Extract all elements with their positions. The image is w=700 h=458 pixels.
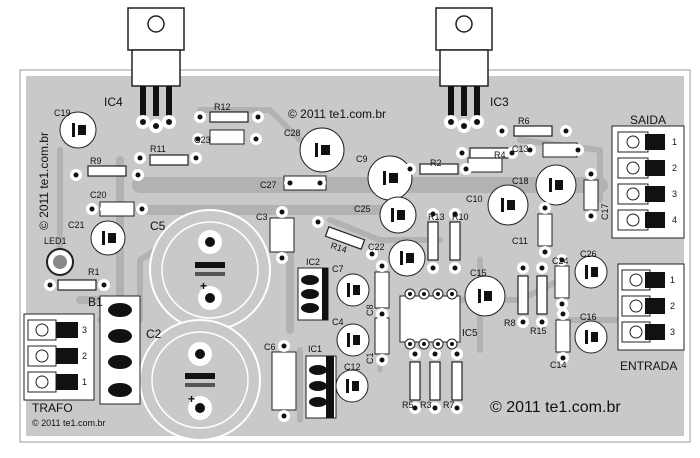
r9-label: R9 <box>90 156 102 166</box>
c6-label: C6 <box>264 342 276 352</box>
c7-label: C7 <box>332 264 344 274</box>
c10-label: C10 <box>466 194 483 204</box>
trafo-pin-3: 3 <box>82 325 87 335</box>
copyright-top: © 2011 te1.com.br <box>288 107 386 121</box>
c23-label: C23 <box>194 135 211 145</box>
terminal-trafo <box>23 313 95 401</box>
c22-label: C22 <box>368 242 385 252</box>
ic2-label: IC2 <box>306 257 320 267</box>
terminal-saida <box>611 125 685 239</box>
c16-label: C16 <box>580 312 597 322</box>
regulator-ic3 <box>435 7 493 133</box>
svg-text:+: + <box>200 279 207 293</box>
r2-label: R2 <box>430 158 442 168</box>
r15-label: R15 <box>530 326 547 336</box>
copyright-bottom-left: © 2011 te1.com.br <box>32 418 106 428</box>
electrolytic-polarity-marks <box>72 123 598 393</box>
c25-label: C25 <box>354 204 371 214</box>
c17-label: C17 <box>600 203 610 220</box>
c4-label: C4 <box>332 317 344 327</box>
b1-label: B1 <box>88 295 103 309</box>
resistor-r14 <box>324 226 366 250</box>
entrada-pin-2: 2 <box>670 301 675 311</box>
r6-label: R6 <box>518 116 530 126</box>
c20-label: C20 <box>90 190 107 200</box>
c28-label: C28 <box>284 128 301 138</box>
r10-label: R10 <box>452 212 469 222</box>
r7-label: R7 <box>443 400 455 410</box>
trafo-label: TRAFO <box>32 401 73 415</box>
capacitor-c2: + <box>139 319 261 441</box>
c21-label: C21 <box>68 220 85 230</box>
r5-label: R5 <box>402 400 414 410</box>
saida-label: SAIDA <box>630 113 666 127</box>
trafo-pin-1: 1 <box>82 377 87 387</box>
c3-label: C3 <box>256 212 268 222</box>
r11-label: R11 <box>150 144 166 154</box>
c19-label: C19 <box>54 108 71 118</box>
transistor-ic2 <box>297 267 329 321</box>
terminal-entrada <box>617 263 685 351</box>
copyright-bottom-right: © 2011 te1.com.br <box>490 399 621 416</box>
r13-label: R13 <box>428 212 445 222</box>
entrada-pin-3: 3 <box>670 327 675 337</box>
regulator-ic4 <box>127 7 185 133</box>
capacitor-c5: + <box>149 209 271 331</box>
entrada-pin-1: 1 <box>670 275 675 285</box>
saida-pin-3: 3 <box>672 189 677 199</box>
c11-label: C11 <box>512 236 528 246</box>
c13-label: C13 <box>512 144 529 154</box>
ic1-label: IC1 <box>308 344 322 354</box>
led1-label: LED1 <box>44 236 67 246</box>
c8-label: C8 <box>365 304 375 316</box>
saida-pin-1: 1 <box>672 137 677 147</box>
c5-label: C5 <box>150 219 166 233</box>
r14-label: R14 <box>329 240 348 255</box>
c9-label: C9 <box>356 154 368 164</box>
r12-label: R12 <box>214 102 231 112</box>
trafo-pin-2: 2 <box>82 351 87 361</box>
c2-label: C2 <box>146 327 162 341</box>
svg-text:+: + <box>188 392 195 406</box>
opamp-ic5 <box>399 288 461 350</box>
r8-label: R8 <box>504 318 516 328</box>
pads <box>44 111 597 422</box>
c26-label: C26 <box>580 249 597 259</box>
r4-label: R4 <box>494 150 506 160</box>
transistor-ic1 <box>305 355 337 419</box>
ic3-label: IC3 <box>490 95 509 109</box>
led1 <box>46 248 74 276</box>
c12-label: C12 <box>344 362 361 372</box>
c15-label: C15 <box>470 268 487 278</box>
entrada-label: ENTRADA <box>620 359 677 373</box>
c18-label: C18 <box>512 176 529 186</box>
ic5-label: IC5 <box>462 328 478 339</box>
bridge-rectifier-b1 <box>99 295 141 405</box>
r3-label: R3 <box>420 400 432 410</box>
saida-pin-4: 4 <box>672 215 677 225</box>
silkscreen-text: © 2011 te1.com.br © 2011 te1.com.br © 20… <box>32 95 677 428</box>
ic4-label: IC4 <box>104 95 123 109</box>
copyright-left: © 2011 te1.com.br <box>37 132 51 230</box>
c14-label: C14 <box>550 360 567 370</box>
c27-label: C27 <box>260 180 277 190</box>
saida-pin-2: 2 <box>672 163 677 173</box>
resistors <box>57 111 553 401</box>
c1-label: C1 <box>365 352 375 364</box>
r1-label: R1 <box>88 267 100 277</box>
c24-label: C24 <box>552 256 569 266</box>
